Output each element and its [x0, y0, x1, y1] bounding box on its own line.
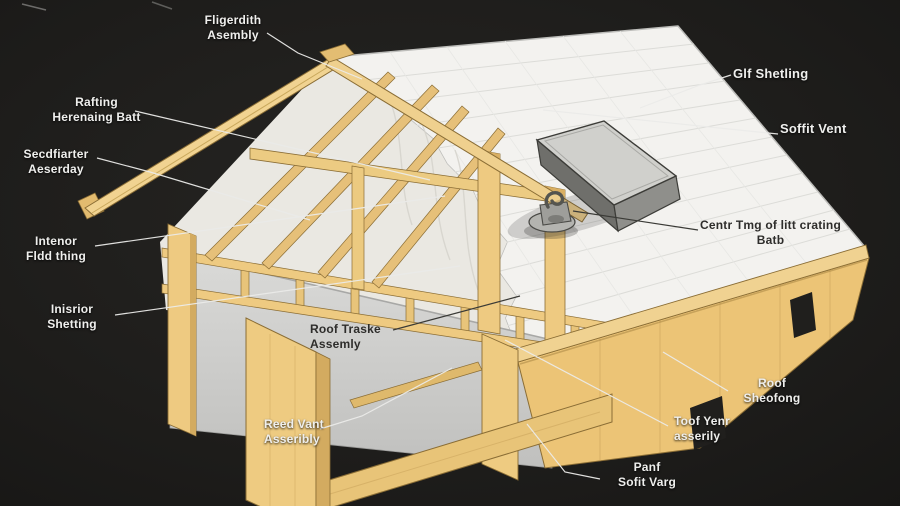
- label-gable-sheathing: Glf Shetling: [733, 66, 809, 81]
- label-interior-side-thing: Intenor Fldd thing: [26, 234, 86, 263]
- wall-corner-post: [167, 223, 197, 437]
- leader-lines-dark: [392, 210, 699, 331]
- leader-lines-light: [94, 32, 779, 480]
- corner-fascia-boards: [245, 317, 613, 506]
- house-wrap-streaks: [389, 99, 479, 291]
- vertical-fascia-board: [245, 317, 317, 506]
- scratch-marks: [21, 1, 173, 11]
- label-ridge-vent-assembly: Reed Vant Asseribly: [264, 417, 324, 446]
- right-slope-rafter: [325, 56, 589, 223]
- wall-band-notch: [790, 292, 816, 338]
- ridge-beam: [319, 43, 355, 63]
- label-roof-sheathing-right: Roof Sheofong: [743, 376, 801, 405]
- label-interior-sheathing: Inisrior Shetting: [47, 302, 97, 331]
- roof-vent: [524, 191, 578, 239]
- wall-band-notch: [690, 396, 726, 450]
- label-roof-soffit-vent: Panf Sofit Varg: [617, 460, 676, 489]
- label-roof-vent-assembly: Toof Yenr asserily: [674, 414, 731, 443]
- gable-stud: [351, 165, 365, 291]
- label-ridge-batt-assembly: Fligerdith Asembly: [204, 13, 262, 42]
- label-rafter-retaining-batt: Rafting Herenaing Batt: [52, 95, 141, 124]
- label-soffit-vent: Soffit Vent: [780, 121, 847, 136]
- label-roof-truss-assembly: Roof Traske Assemly: [310, 322, 381, 351]
- gable-rafters: [77, 43, 589, 223]
- label-center-crating-batt: Centr Tmg of litt crating Batb: [700, 218, 841, 247]
- label-sub-rafter-assembly: Secdfiarter Aeserday: [23, 147, 89, 176]
